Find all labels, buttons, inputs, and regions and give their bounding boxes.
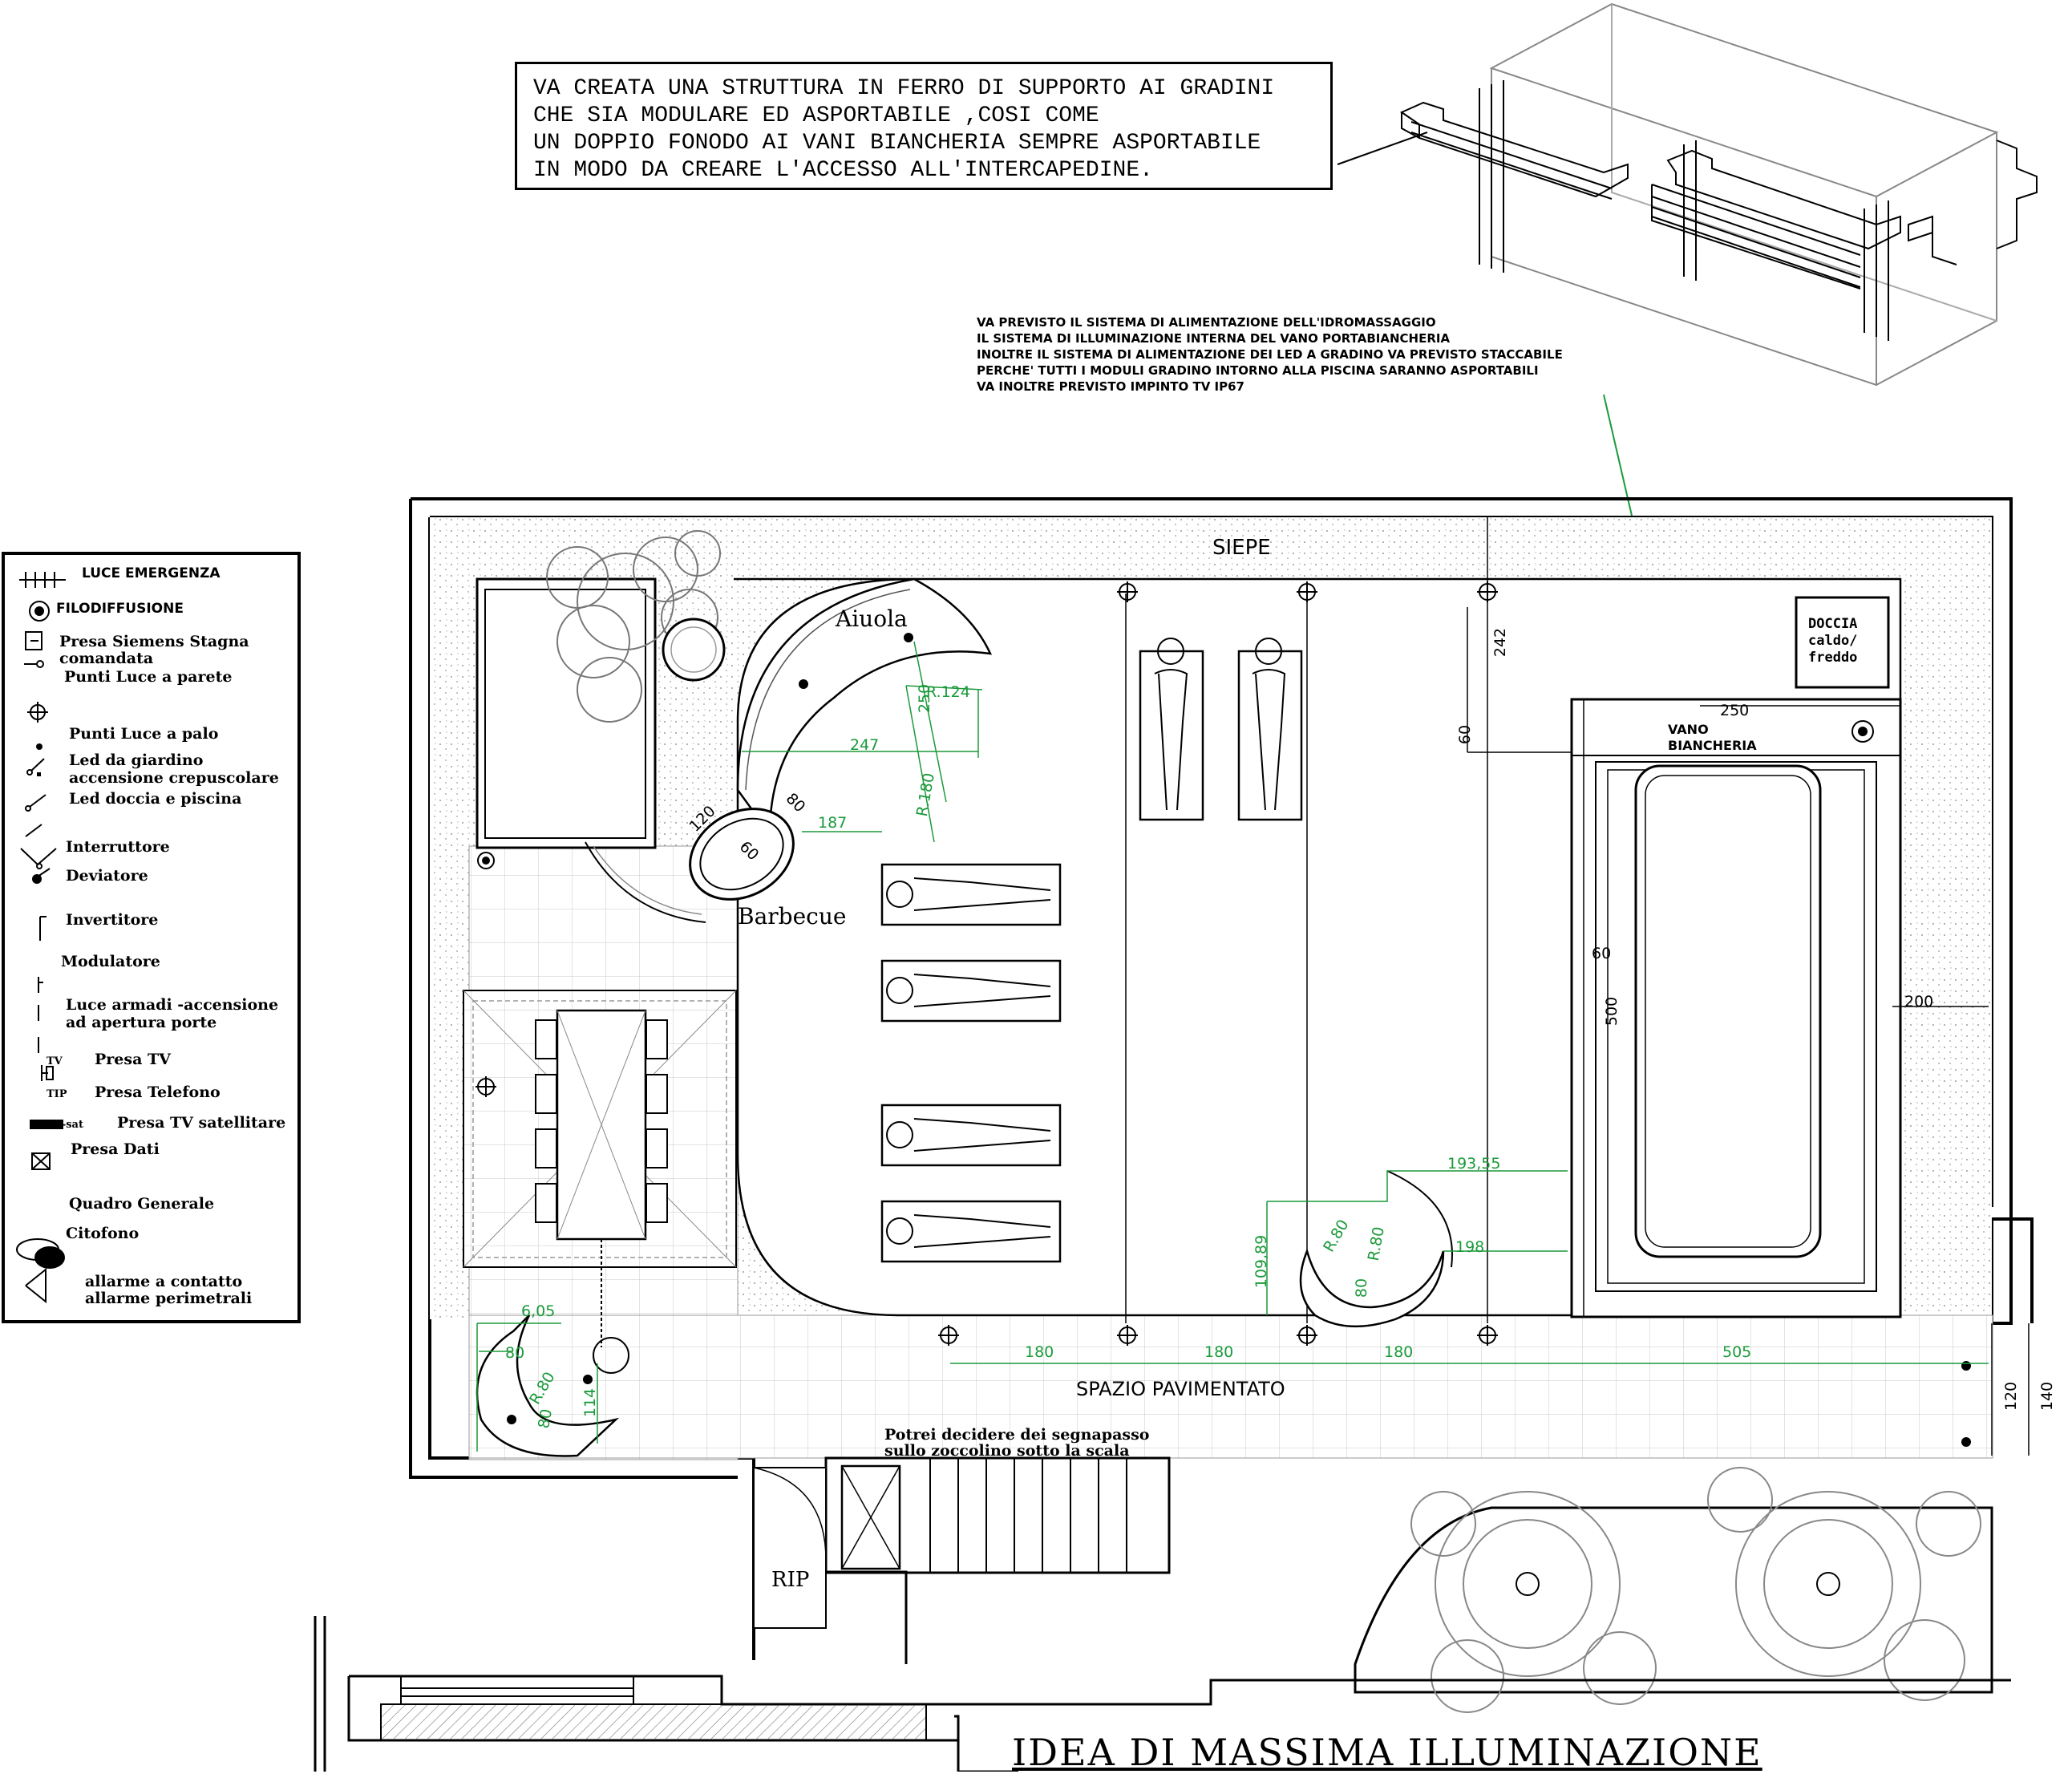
stair-note: sullo zoccolino sotto la scala [884,1442,1130,1460]
legend-label: Led doccia e piscina [69,790,242,808]
structure-note: VA CREATA UNA STRUTTURA IN FERRO DI SUPP… [515,62,1333,190]
pole-lights [476,581,1498,1346]
dim-label: 80 [535,1407,556,1430]
dim-label: 60 [1592,945,1612,962]
dim-label: 180 [1384,1343,1414,1361]
sat-tag: TV-sat [47,1119,83,1131]
legend: LUCE EMERGENZA FILODIFFUSIONE Presa Siem… [2,552,301,1323]
dim-label: 109,89 [1253,1234,1271,1289]
label-barbecue: Barbecue [738,903,847,930]
small-note-line: PERCHE' TUTTI I MODULI GRADINO INTORNO A… [977,363,1539,378]
dim-label: 180 [1025,1343,1054,1361]
dim-label: 80 [505,1344,525,1362]
dim-label: 114 [581,1387,600,1418]
small-note-line: VA PREVISTO IL SISTEMA DI ALIMENTAZIONE … [977,315,1436,330]
label-rip: RIP [771,1568,810,1592]
tree-top-left [546,530,721,723]
legend-label: Presa Siemens Stagna [59,633,249,650]
trees-bottom-right [1410,1467,1981,1713]
legend-label: Presa Dati [71,1140,160,1158]
legend-label: FILODIFFUSIONE [56,601,184,617]
iron-structure-drawing [1399,2,2038,387]
legend-label: Presa TV [95,1051,171,1068]
dim-label: 60 [1456,724,1475,745]
legend-label: Invertitore [66,911,159,929]
note-line: CHE SIA MODULARE ED ASPORTABILE ,COSI CO… [533,103,1099,128]
dim-label: 120 [2002,1381,2021,1412]
legend-label: Punti Luce a parete [64,668,233,686]
legend-label: Led da giardino [69,751,204,769]
dim-label: 250 [1720,702,1750,719]
dim-label: 198 [1455,1238,1485,1256]
legend-icons [16,572,66,1304]
legend-label: ad apertura porte [66,1014,217,1031]
dim-label: 187 [818,814,848,832]
legend-label: Modulatore [61,953,160,970]
dim-label: 247 [850,736,880,754]
legend-label: Presa TV satellitare [117,1114,286,1132]
label-vano: VANO [1668,722,1709,737]
dim-label: 200 [1904,993,1934,1011]
stair-note: Potrei decidere dei segnapasso [884,1426,1150,1444]
legend-label: Deviatore [66,867,148,885]
label-doccia: freddo [1808,650,1858,666]
dim-label: 193,55 [1447,1155,1501,1173]
legend-label: Luce armadi -accensione [66,996,279,1014]
dim-label: 242 [1491,627,1510,658]
dim-label: 505 [1722,1343,1752,1361]
phone-tag: TIP [47,1088,67,1100]
legend-label: allarme a contatto [85,1273,243,1290]
legend-label: accensione crepuscolare [69,769,279,787]
legend-label: Punti Luce a palo [69,725,219,743]
dim-label: 6,05 [521,1302,556,1320]
dim-label: 80 [1353,1278,1371,1298]
legend-label: Citofono [66,1225,140,1242]
label-doccia: caldo/ [1808,633,1858,649]
label-aiuola: Aiuola [836,606,908,632]
legend-label: Interruttore [66,838,170,856]
dim-label: 140 [2038,1381,2057,1412]
tv-tag: TV [47,1055,63,1067]
small-note-line: IL SISTEMA DI ILLUMINAZIONE INTERNA DEL … [977,331,1451,346]
page-title: IDEA DI MASSIMA ILLUMINAZIONE [1012,1731,1762,1774]
legend-label: LUCE EMERGENZA [82,565,221,581]
electrical-note: VA PREVISTO IL SISTEMA DI ALIMENTAZIONE … [977,314,1563,395]
label-siepe: SIEPE [1212,536,1271,560]
dim-label: 500 [1603,996,1621,1027]
small-note-line: INOLTRE IL SISTEMA DI ALIMENTAZIONE DEI … [977,347,1563,362]
legend-label: Quadro Generale [69,1195,215,1213]
dim-label: 180 [1204,1343,1234,1361]
legend-label: allarme perimetrali [85,1290,253,1307]
label-vano: BIANCHERIA [1668,738,1757,753]
note-line: UN DOPPIO FONODO AI VANI BIANCHERIA SEMP… [533,131,1261,156]
legend-label: comandata [59,650,154,667]
legend-label: Presa Telefono [95,1083,221,1101]
label-spazio-pavimentato: SPAZIO PAVIMENTATO [1076,1378,1285,1400]
label-doccia: DOCCIA [1808,616,1858,632]
note-line: IN MODO DA CREARE L'ACCESSO ALL'INTERCAP… [533,158,1153,183]
note-line: VA CREATA UNA STRUTTURA IN FERRO DI SUPP… [533,76,1275,101]
dim-label: R.124 [926,683,970,701]
small-note-line: VA INOLTRE PREVISTO IMPINTO TV IP67 [977,379,1244,394]
